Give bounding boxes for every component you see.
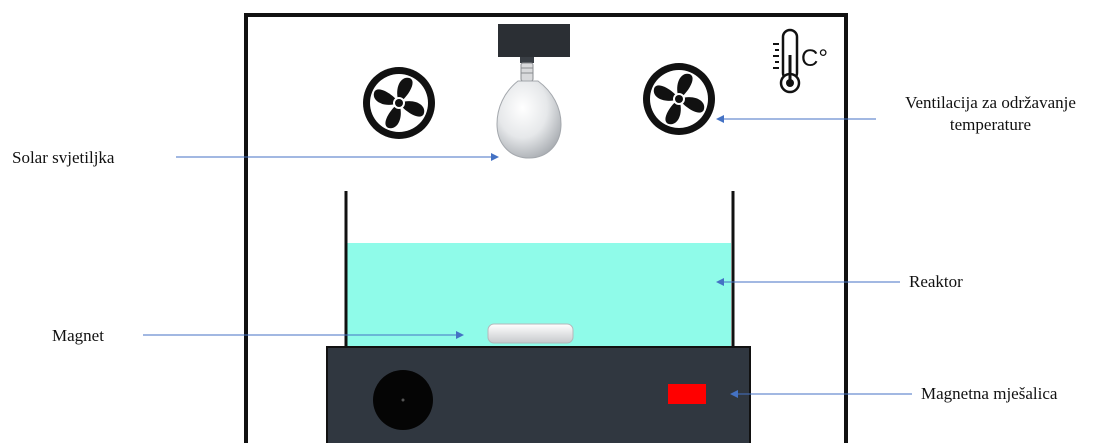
indicator-light-icon (668, 384, 706, 404)
enclosure (244, 13, 848, 443)
thermometer-unit: C° (801, 45, 828, 72)
magnetic-stirrer-label: Magnetna mješalica (921, 384, 1058, 403)
ventilation-label-line2: temperature (949, 115, 1032, 134)
magnet (487, 323, 574, 344)
lamp-housing (498, 24, 570, 57)
ventilation-label: Ventilacija za održavanje temperature (876, 92, 1105, 136)
solar-lamp-label: Solar svjetiljka (12, 148, 115, 167)
magnet-label: Magnet (52, 326, 104, 345)
thermometer-celsius-icon: C° (773, 28, 828, 94)
light-bulb-icon (496, 24, 570, 159)
fan-icon (643, 63, 715, 135)
reactor-label: Reaktor (909, 272, 963, 291)
fan-icon (363, 67, 435, 139)
magnetic-stirrer (326, 346, 751, 443)
ventilation-label-line1: Ventilacija za održavanje (905, 93, 1076, 112)
